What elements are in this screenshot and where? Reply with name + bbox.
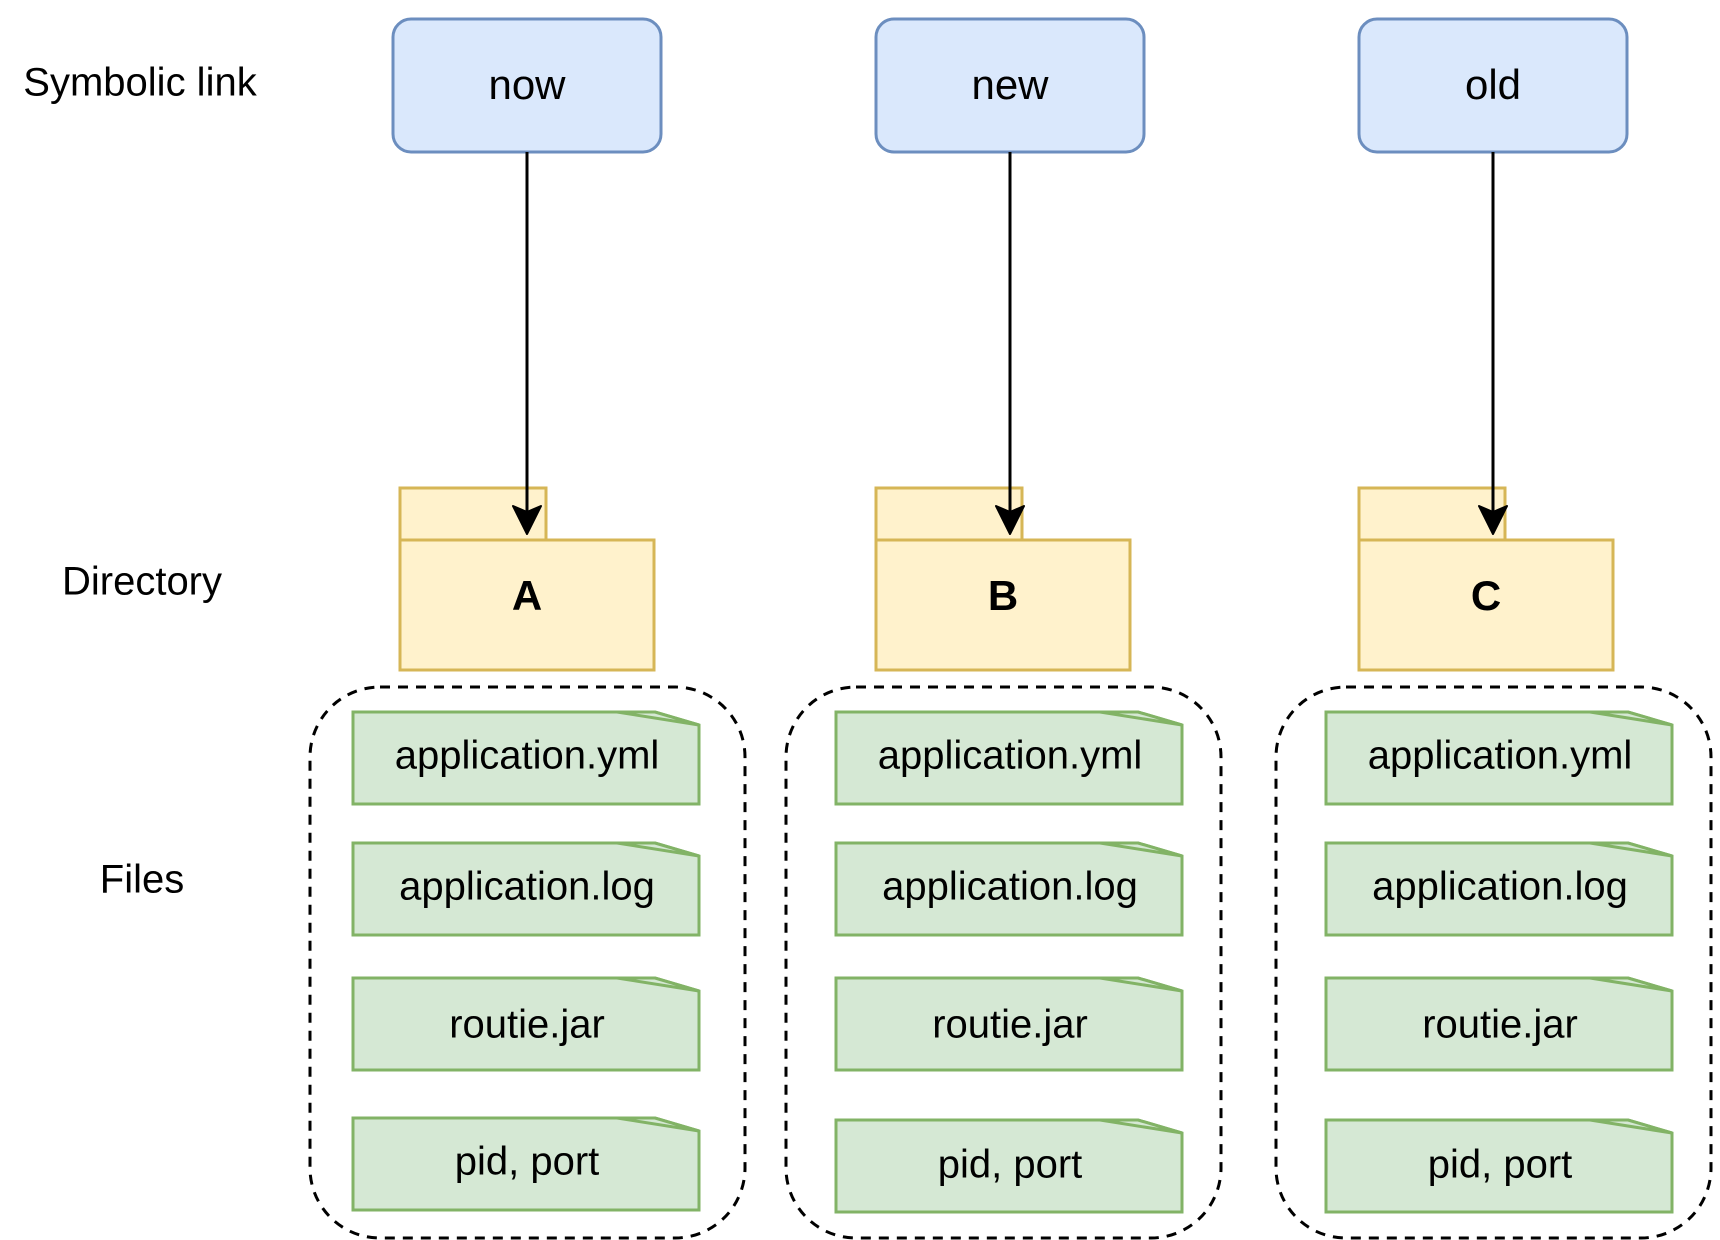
file-node[interactable]: routie.jar	[1324, 976, 1674, 1072]
file-node[interactable]: routie.jar	[351, 976, 701, 1072]
file-node[interactable]: application.yml	[1324, 710, 1674, 806]
file-label: application.yml	[395, 734, 660, 778]
file-label: pid, port	[938, 1143, 1083, 1187]
file-label: pid, port	[455, 1140, 600, 1184]
files-group	[308, 685, 747, 1240]
directory-folder[interactable]: B	[874, 486, 1132, 672]
files-group	[1274, 685, 1713, 1240]
link-arrow	[512, 152, 542, 535]
folder-body	[1357, 538, 1615, 672]
directory-folder[interactable]: C	[1357, 486, 1615, 672]
row-label-symbolic-link: Symbolic link	[23, 61, 257, 105]
row-label-directory: Directory	[62, 560, 222, 604]
symlink-label: old	[1465, 61, 1521, 108]
file-node[interactable]: application.log	[834, 841, 1184, 937]
file-label: routie.jar	[449, 1003, 605, 1047]
directory-label: B	[988, 572, 1018, 619]
file-node[interactable]: routie.jar	[834, 976, 1184, 1072]
directory-label: C	[1471, 572, 1501, 619]
files-group	[784, 685, 1223, 1240]
file-label: application.log	[399, 865, 655, 909]
folder-body	[874, 538, 1132, 672]
file-node[interactable]: application.yml	[834, 710, 1184, 806]
file-label: application.yml	[878, 734, 1143, 778]
symlink-node[interactable]: old	[1357, 17, 1629, 154]
column-a: now A application.yml application.log ro…	[308, 17, 747, 1240]
file-label: routie.jar	[932, 1003, 1088, 1047]
file-node[interactable]: application.log	[351, 841, 701, 937]
column-c: old C application.yml application.log ro…	[1274, 17, 1713, 1240]
symlink-node[interactable]: new	[874, 17, 1146, 154]
file-node[interactable]: pid, port	[834, 1118, 1184, 1214]
symlink-node[interactable]: now	[391, 17, 663, 154]
file-label: pid, port	[1428, 1143, 1573, 1187]
file-node[interactable]: application.yml	[351, 710, 701, 806]
folder-body	[398, 538, 656, 672]
folder-tab	[1357, 486, 1507, 542]
folder-tab	[874, 486, 1024, 542]
file-label: application.log	[1372, 865, 1628, 909]
file-label: application.yml	[1368, 734, 1633, 778]
row-label-files: Files	[100, 858, 184, 902]
link-arrow	[995, 152, 1025, 535]
symlink-label: new	[971, 61, 1049, 108]
file-label: routie.jar	[1422, 1003, 1578, 1047]
column-b: new B application.yml application.log ro…	[784, 17, 1223, 1240]
file-node[interactable]: pid, port	[1324, 1118, 1674, 1214]
directory-label: A	[512, 572, 542, 619]
symlink-label: now	[488, 61, 566, 108]
file-node[interactable]: pid, port	[351, 1116, 701, 1212]
file-label: application.log	[882, 865, 1138, 909]
file-node[interactable]: application.log	[1324, 841, 1674, 937]
link-arrow	[1478, 152, 1508, 535]
